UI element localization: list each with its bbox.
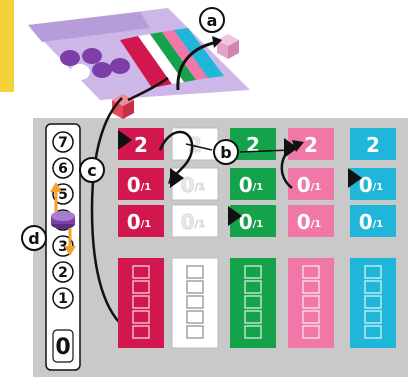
arrow-head-icon bbox=[168, 170, 182, 184]
column-cell: 0/1 bbox=[288, 205, 334, 237]
arrow-head-icon bbox=[292, 140, 304, 152]
column-cell: 0/1 bbox=[350, 168, 396, 200]
column-cell: 0/1 bbox=[230, 168, 276, 200]
cube-icon bbox=[217, 34, 239, 59]
track-number: 6 bbox=[58, 161, 68, 177]
track-number: 3 bbox=[58, 239, 68, 255]
track-space: 2 bbox=[52, 261, 74, 283]
stack-area bbox=[230, 258, 276, 348]
callout-b: b bbox=[213, 139, 239, 165]
arrow-curved-icon bbox=[90, 97, 133, 334]
cell-value: 2 bbox=[366, 133, 380, 157]
track-space: 0 bbox=[52, 329, 74, 363]
triangle-pointer-icon bbox=[228, 206, 242, 226]
card-stripe-crimson bbox=[120, 36, 172, 88]
track-number: 1 bbox=[58, 291, 68, 307]
card-stripe-cyan bbox=[174, 28, 224, 78]
column-cell: 0/1 bbox=[171, 167, 219, 201]
track-space: 1 bbox=[52, 287, 74, 309]
card-stripe-white bbox=[138, 34, 184, 84]
column-cell: 0/1 bbox=[350, 205, 396, 237]
stack-icon bbox=[186, 265, 204, 339]
arrow-curved-icon bbox=[158, 130, 194, 177]
card-circle bbox=[110, 58, 130, 74]
track-space: 6 bbox=[52, 157, 74, 179]
card-circle bbox=[70, 64, 90, 80]
cell-value: 2 bbox=[246, 133, 260, 157]
arrow-line bbox=[185, 143, 213, 151]
triangle-pointer-icon bbox=[118, 130, 132, 150]
column-cell: 0/1 bbox=[288, 168, 334, 200]
card-stripe-pink bbox=[162, 30, 208, 80]
player-card bbox=[28, 8, 250, 100]
track-number: 0 bbox=[55, 335, 70, 360]
stack-area bbox=[171, 257, 219, 349]
arrow-head-icon bbox=[212, 36, 222, 48]
track-marker bbox=[51, 211, 75, 229]
stack-icon bbox=[244, 265, 262, 339]
column-green: 2 0/1 0/1 bbox=[230, 128, 276, 348]
callout-a-label: a bbox=[207, 11, 218, 30]
arrow-curved-icon bbox=[127, 76, 169, 102]
card-header bbox=[28, 12, 150, 42]
arrow-curved-icon bbox=[280, 144, 297, 189]
callout-c: c bbox=[79, 157, 105, 183]
callout-d: d bbox=[21, 225, 47, 251]
column-cell: 2 bbox=[288, 128, 334, 160]
yellow-accent bbox=[0, 0, 14, 92]
stack-area bbox=[118, 258, 164, 348]
column-white: 2 0/10/1 bbox=[171, 127, 219, 349]
track-space: 7 bbox=[52, 131, 74, 153]
stack-icon bbox=[302, 265, 320, 339]
orange-arrows-icon bbox=[50, 182, 76, 256]
track-number: 7 bbox=[58, 135, 68, 151]
card-stripe-green bbox=[150, 32, 196, 82]
stack-area bbox=[350, 258, 396, 348]
card-circle bbox=[92, 62, 112, 78]
columns: 20/10/120/10/120/10/120/10/120/10/1 bbox=[118, 127, 396, 349]
column-cell: 0/1 bbox=[171, 204, 219, 238]
callout-b-label: b bbox=[220, 143, 231, 162]
arrow-line bbox=[239, 149, 291, 153]
column-crimson: 2 0/1 0/1 bbox=[118, 128, 164, 348]
cell-value: 2 bbox=[304, 133, 318, 157]
card-circle bbox=[82, 48, 102, 64]
column-cyan: 2 0/1 0/1 bbox=[350, 128, 396, 348]
stack-icon bbox=[364, 265, 382, 339]
column-cell: 2 bbox=[171, 127, 219, 161]
cell-value: 2 bbox=[134, 133, 148, 157]
triangle-pointer-icon bbox=[348, 168, 362, 188]
score-track: 76543210 bbox=[45, 123, 81, 371]
column-cell: 2 bbox=[350, 128, 396, 160]
callout-c-label: c bbox=[87, 161, 96, 180]
column-cell: 0/1 bbox=[118, 205, 164, 237]
stack-icon bbox=[132, 265, 150, 339]
stack-area bbox=[288, 258, 334, 348]
card-circle bbox=[60, 50, 80, 66]
column-cell: 0/1 bbox=[230, 205, 276, 237]
arrow-curved-icon bbox=[176, 40, 219, 91]
track-number: 2 bbox=[58, 265, 68, 281]
column-cell: 0/1 bbox=[118, 168, 164, 200]
callout-a: a bbox=[199, 7, 225, 33]
callout-d-label: d bbox=[28, 229, 39, 248]
track-number: 5 bbox=[58, 187, 68, 203]
column-pink: 2 0/1 0/1 bbox=[288, 128, 334, 348]
